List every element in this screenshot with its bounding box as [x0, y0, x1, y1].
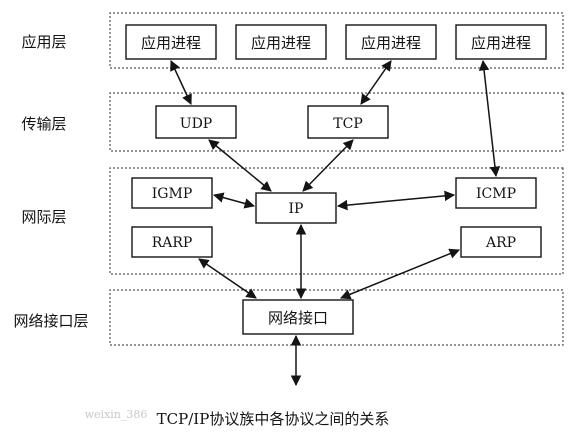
- network-layer-band: [109, 167, 564, 275]
- app-process-box-1: [345, 24, 437, 60]
- arrow-arp-interface: [340, 248, 460, 300]
- app-process-label-3: 应用进程: [141, 34, 201, 52]
- tcp-label: TCP: [333, 116, 362, 132]
- rarp-box: [131, 226, 213, 258]
- arrow-app3-icmp: [478, 59, 501, 178]
- igmp-label: IGMP: [152, 186, 192, 202]
- app-process-label-2: 应用进程: [251, 34, 311, 52]
- interface-layer-band: [109, 289, 564, 346]
- app-process-box-0: [455, 24, 547, 60]
- transport-layer-label: 传输层: [21, 115, 66, 133]
- watermark-text: weixin_386: [85, 408, 148, 421]
- application-layer-label: 应用层: [21, 33, 66, 51]
- network-interface-label: 网络接口: [268, 309, 328, 327]
- app-process-label-0: 应用进程: [471, 34, 531, 52]
- igmp-box: [131, 177, 213, 209]
- arrow-rarp-interface: [198, 258, 257, 299]
- arrows: [170, 59, 501, 387]
- network-layer-label: 网际层: [21, 208, 66, 226]
- icmp-label: ICMP: [476, 186, 516, 202]
- tcp-box: [307, 105, 389, 139]
- ip-label: IP: [289, 201, 304, 217]
- interface-layer-label: 网络接口层: [13, 312, 88, 330]
- arrow-udp-ip: [208, 139, 272, 192]
- rarp-label: RARP: [152, 235, 193, 251]
- application-layer-band: [109, 12, 564, 69]
- arp-box: [460, 226, 542, 258]
- app-process-box-2: [235, 24, 327, 60]
- app-process-box-3: [125, 24, 217, 60]
- diagram-caption: TCP/IP协议族中各协议之间的关系: [157, 410, 390, 428]
- udp-box: [155, 105, 237, 139]
- arrow-app2-tcp: [360, 60, 392, 105]
- arrow-icmp-ip: [336, 190, 456, 211]
- ip-box: [255, 192, 337, 224]
- udp-label: UDP: [180, 116, 212, 132]
- arrow-app0-udp: [170, 60, 192, 105]
- arrow-igmp-ip: [212, 192, 256, 209]
- network-interface-box: [242, 299, 354, 335]
- mirrored-figure: 应用层 传输层 网际层 网络接口层 应用进程 应用进程 应用进程 应用进程 TC…: [13, 12, 564, 428]
- arrow-tcp-ip: [302, 139, 354, 192]
- app-process-label-1: 应用进程: [361, 34, 421, 52]
- arp-label: ARP: [485, 235, 516, 251]
- icmp-box: [455, 177, 537, 209]
